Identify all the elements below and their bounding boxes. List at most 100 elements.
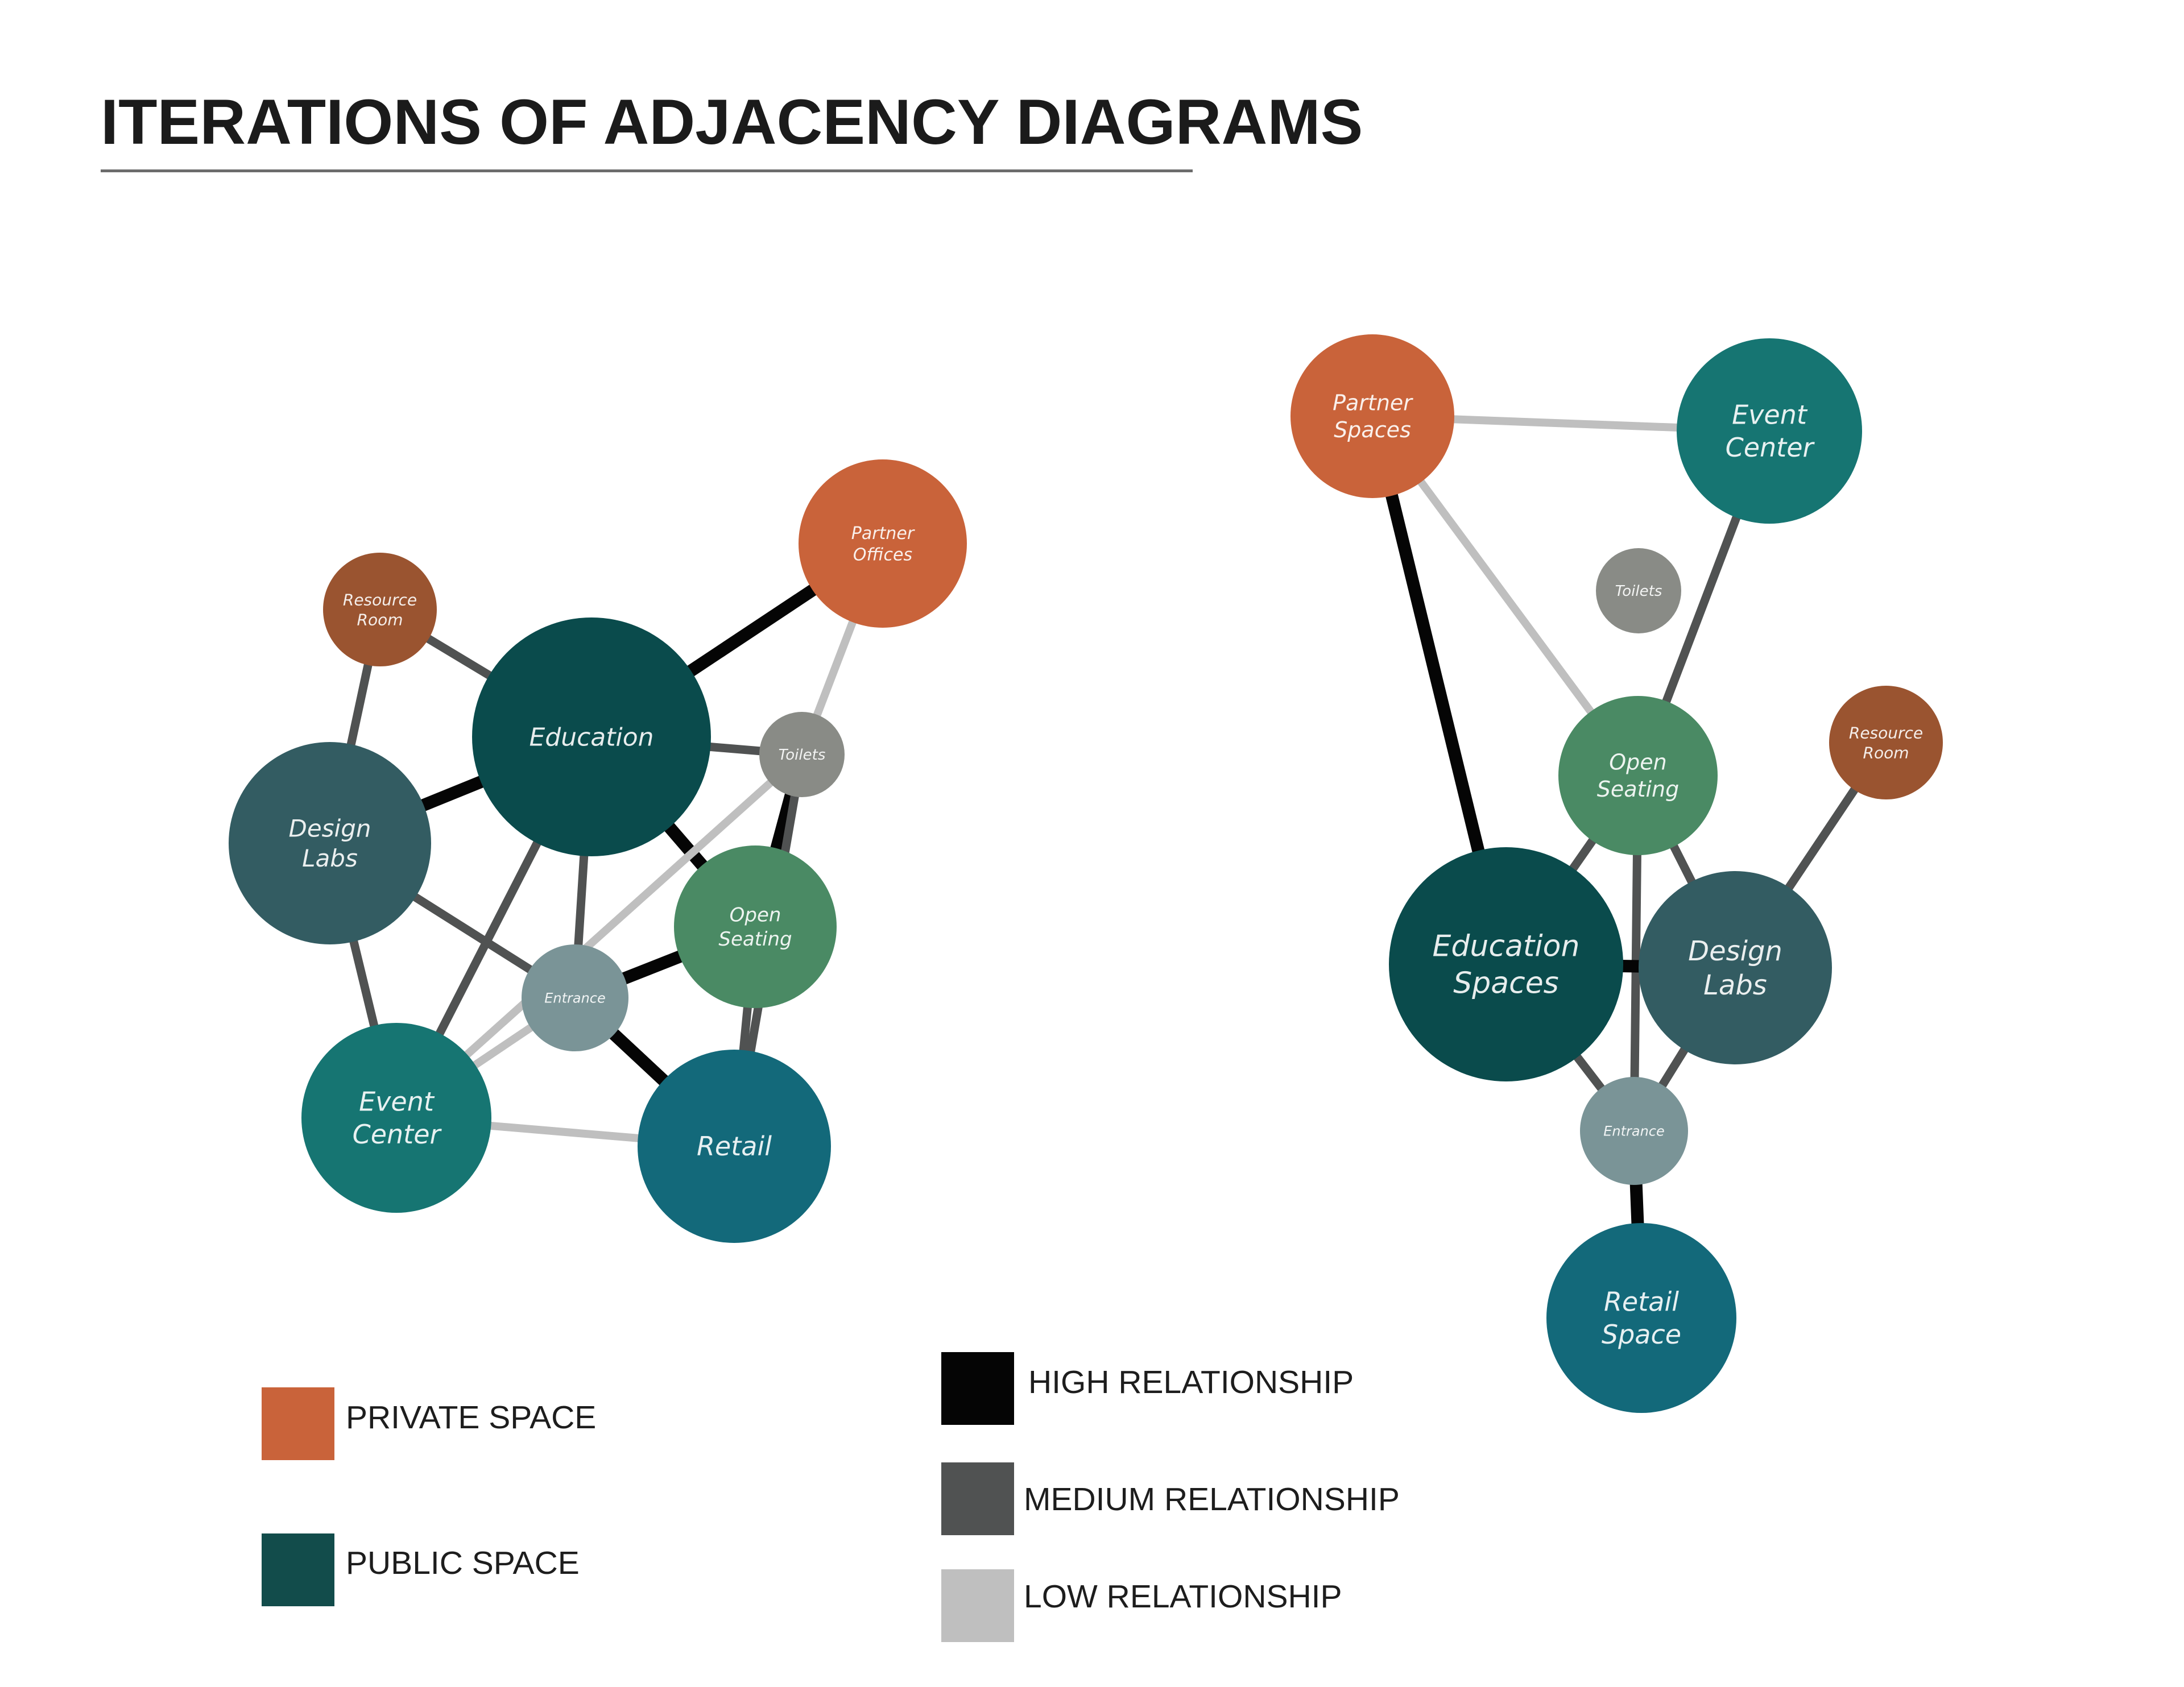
- node-label-line: Entrance: [1603, 1123, 1665, 1139]
- legend-label-medium: MEDIUM RELATIONSHIP: [1024, 1481, 1400, 1518]
- node-circle-event: [301, 1023, 491, 1213]
- node-circle-education: [472, 617, 711, 856]
- node-label-line: Toilets: [1615, 583, 1662, 600]
- node-label-line: Open: [1609, 750, 1667, 775]
- node-entrance: Entrance: [1580, 1077, 1688, 1185]
- node-education: Education: [472, 617, 711, 856]
- legend-swatch-public: [262, 1533, 334, 1606]
- legend-label-high: HIGH RELATIONSHIP: [1028, 1364, 1354, 1400]
- node-label-line: Seating: [1597, 777, 1679, 802]
- page-title: ITERATIONS OF ADJACENCY DIAGRAMS: [101, 86, 1363, 157]
- node-label-line: Toilets: [779, 747, 826, 764]
- node-circle-design: [1639, 871, 1832, 1064]
- legend-label-private: PRIVATE SPACE: [346, 1399, 597, 1436]
- node-label-toilets: Toilets: [779, 747, 826, 764]
- node-label-line: Seating: [718, 928, 792, 951]
- node-label-line: Center: [1726, 432, 1815, 463]
- legend-swatch-private: [262, 1387, 334, 1460]
- legend-swatch-medium: [941, 1462, 1014, 1535]
- node-circle-resource: [323, 553, 437, 666]
- node-circle-retail: [1546, 1223, 1736, 1413]
- node-circle-entrance: [522, 944, 628, 1051]
- node-label-line: Room: [1863, 743, 1909, 762]
- node-label-line: Labs: [1703, 969, 1767, 1001]
- node-label-line: Design: [1688, 935, 1782, 967]
- node-label-line: Room: [357, 610, 403, 629]
- legend-swatch-low: [941, 1569, 1014, 1642]
- node-label-line: Offices: [853, 545, 912, 565]
- node-label-line: Open: [730, 904, 781, 927]
- node-label-line: Center: [353, 1119, 442, 1150]
- node-circle-toilets: [759, 712, 845, 797]
- node-label-line: Event: [1732, 399, 1808, 430]
- node-label-retail: Retail: [697, 1131, 772, 1162]
- node-circle-partner: [1290, 334, 1454, 498]
- node-label-line: Event: [359, 1086, 435, 1117]
- node-retail: Retail: [638, 1050, 831, 1243]
- node-label-line: Entrance: [544, 990, 606, 1006]
- legend-label-low: LOW RELATIONSHIP: [1024, 1578, 1342, 1615]
- node-label-line: Resource: [1849, 723, 1923, 742]
- node-circle-retail: [638, 1050, 831, 1243]
- node-circle-entrance: [1580, 1077, 1688, 1185]
- node-label-line: Partner: [851, 524, 915, 544]
- node-label-line: Spaces: [1334, 417, 1411, 442]
- node-circle-resource: [1829, 686, 1943, 799]
- node-circle-design: [229, 742, 431, 944]
- node-label-line: Retail: [697, 1131, 772, 1162]
- node-label-entrance: Entrance: [544, 990, 606, 1006]
- node-toilets: Toilets: [759, 712, 845, 797]
- node-toilets: Toilets: [1596, 548, 1681, 633]
- node-entrance: Entrance: [522, 944, 628, 1051]
- node-label-entrance: Entrance: [1603, 1123, 1665, 1139]
- legend-swatch-high: [941, 1352, 1014, 1425]
- node-circle-open: [1558, 696, 1718, 855]
- node-label-line: Labs: [302, 844, 358, 872]
- node-circle-partner: [799, 459, 967, 628]
- node-label-toilets: Toilets: [1615, 583, 1662, 600]
- node-label-line: Education: [1433, 930, 1580, 964]
- node-label-line: Resource: [343, 590, 417, 609]
- title-underline: [101, 169, 1193, 172]
- node-label-line: Partner: [1333, 391, 1413, 416]
- node-label-line: Space: [1602, 1319, 1681, 1350]
- node-label-line: Spaces: [1453, 967, 1559, 1001]
- node-label-line: Retail: [1604, 1286, 1679, 1317]
- node-circle-event: [1677, 338, 1862, 524]
- node-label-line: Education: [529, 723, 653, 752]
- node-circle-open: [674, 845, 837, 1008]
- legend-label-public: PUBLIC SPACE: [346, 1545, 580, 1581]
- node-circle-toilets: [1596, 548, 1681, 633]
- node-circle-education: [1389, 847, 1623, 1081]
- node-label-education: Education: [529, 723, 653, 752]
